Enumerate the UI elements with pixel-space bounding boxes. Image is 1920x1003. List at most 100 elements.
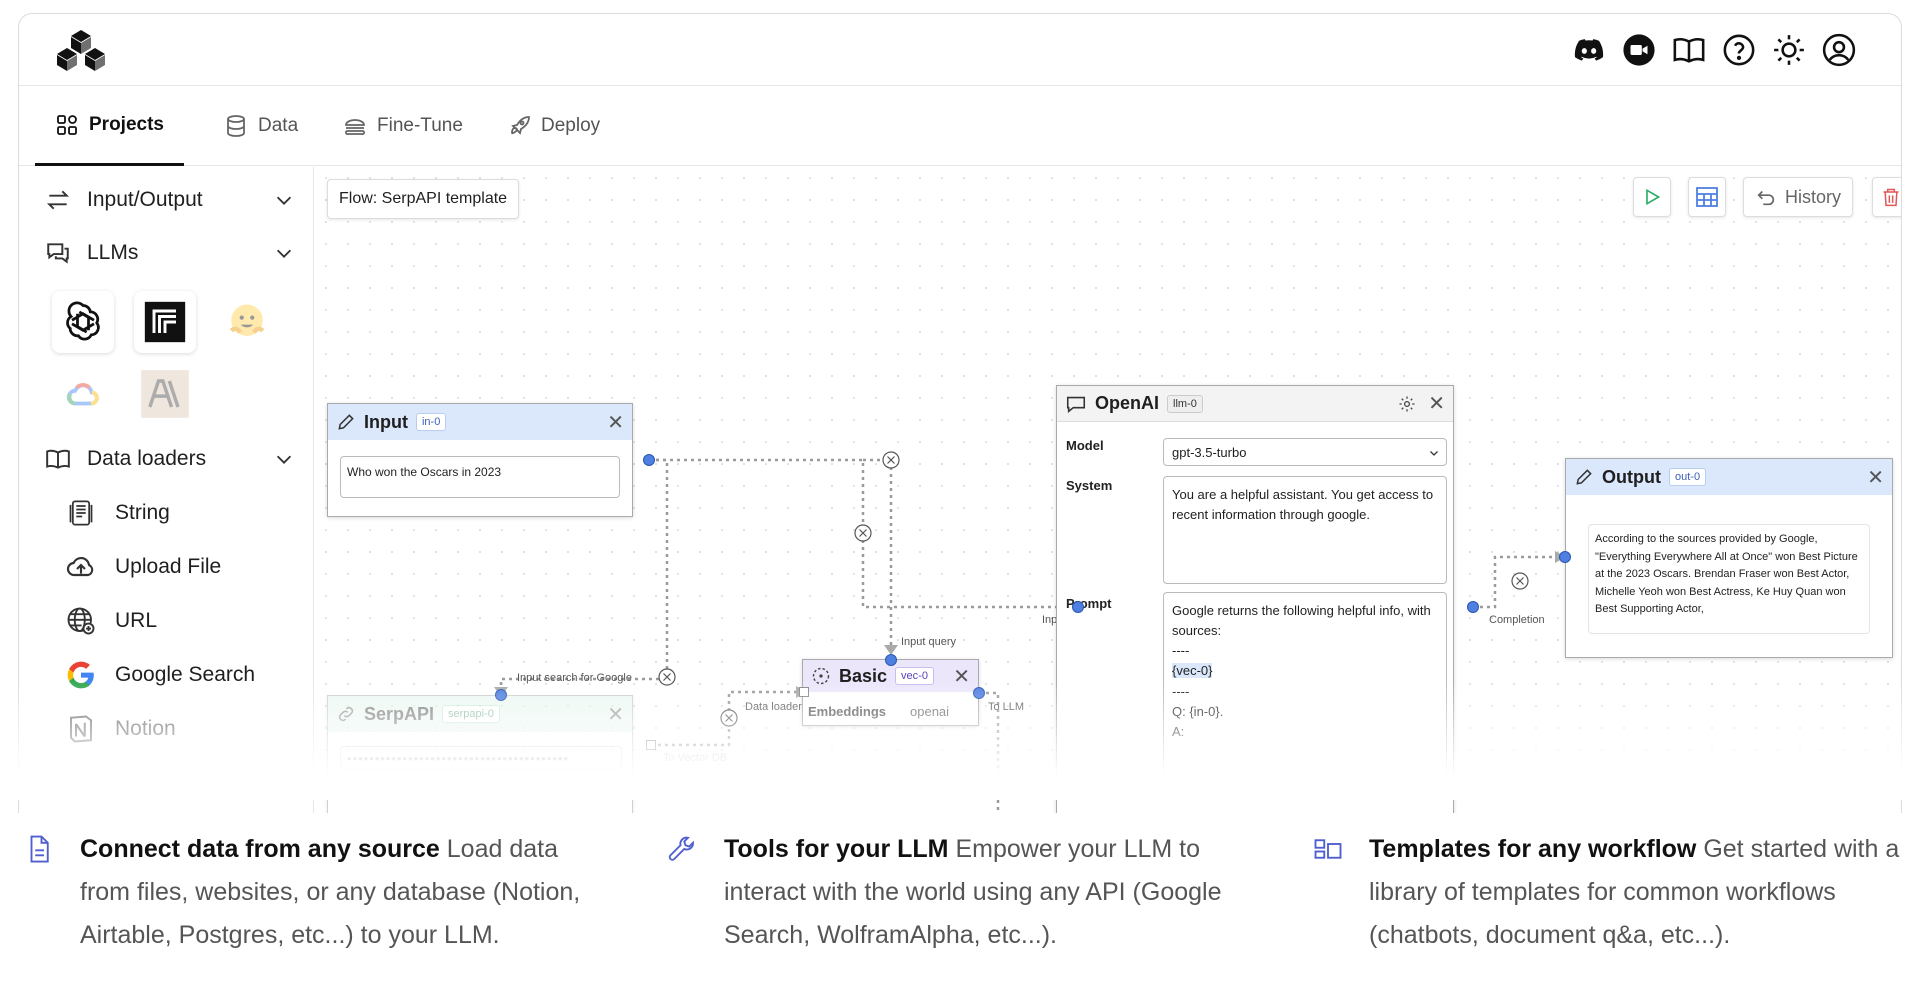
chevron-down-icon[interactable]: [273, 242, 295, 264]
input-query-handle[interactable]: [885, 654, 897, 666]
close-icon[interactable]: ✕: [1867, 466, 1884, 489]
video-icon[interactable]: [1621, 32, 1657, 68]
system-label: System: [1066, 478, 1113, 493]
flow-canvas[interactable]: Flow: SerpAPI template History: [315, 167, 1901, 813]
prompt-input-handle[interactable]: [1072, 601, 1084, 613]
delete-flow-button[interactable]: [1872, 177, 1901, 217]
google-cloud-icon: [66, 383, 99, 406]
loader-google-search[interactable]: Google Search: [65, 657, 255, 693]
projects-icon: [57, 114, 77, 135]
node-title: SerpAPI: [364, 703, 435, 724]
input-node[interactable]: Input in-0 ✕ Who won the Oscars in 2023: [327, 403, 633, 517]
loader-label: Postgres: [115, 771, 198, 794]
openai-node[interactable]: OpenAI llm-0 ✕ Model gpt-3.5-turbo Syste…: [1056, 385, 1454, 813]
model-label: Model: [1066, 438, 1104, 453]
arrows-swap-icon: [46, 190, 70, 210]
tab-deploy[interactable]: Deploy: [507, 86, 600, 166]
document-icon: [30, 835, 49, 863]
edge-label-completion: Completion: [1489, 614, 1545, 626]
close-icon[interactable]: ✕: [1428, 393, 1445, 415]
llm-google-cloud-tile[interactable]: [52, 363, 114, 425]
loader-url[interactable]: URL: [65, 603, 157, 639]
node-badge: in-0: [415, 413, 447, 431]
output-node-header[interactable]: Output out-0 ✕: [1566, 459, 1892, 495]
llm-openai-tile[interactable]: [52, 291, 114, 353]
llm-anthropic-ai-tile[interactable]: [134, 363, 196, 425]
huggingface-icon: [229, 304, 265, 336]
serp-input-handle[interactable]: [495, 689, 507, 701]
section-data-loaders[interactable]: Data loaders: [45, 441, 295, 477]
api-key-help-link[interactable]: How to get my api key?: [418, 780, 533, 792]
close-icon[interactable]: ✕: [607, 703, 624, 726]
theme-sun-icon[interactable]: [1771, 32, 1807, 68]
tab-label: Projects: [89, 113, 164, 135]
close-icon[interactable]: ✕: [953, 665, 970, 688]
tab-fine-tune[interactable]: Fine-Tune: [343, 86, 463, 166]
data-loader-handle[interactable]: [799, 687, 809, 697]
feature-connect-data: Connect data from any source Load data f…: [24, 828, 614, 957]
api-key-input[interactable]: ••••••••••••••••••••••••••••••••••••••••: [340, 746, 622, 770]
prompt-variable: {vec-0}: [1172, 663, 1213, 679]
chat-bubbles-icon: [47, 243, 69, 264]
output-node[interactable]: Output out-0 ✕ According to the sources …: [1565, 458, 1893, 658]
database-icon: [227, 115, 245, 137]
node-title: Input: [364, 411, 408, 432]
prompt-line: Q: {in-0}.: [1172, 703, 1224, 719]
section-label: LLMs: [87, 241, 139, 264]
feature-title: Templates for any workflow: [1369, 835, 1697, 863]
section-llms[interactable]: LLMs: [45, 235, 295, 271]
output-handle[interactable]: [643, 454, 655, 466]
pencil-icon: [338, 414, 354, 430]
chevron-down-icon[interactable]: [273, 448, 295, 470]
tab-label: Fine-Tune: [377, 115, 463, 136]
discord-icon[interactable]: [1571, 32, 1607, 68]
basic-vector-node[interactable]: Basic vec-0 ✕ Embeddings openai: [802, 659, 979, 726]
templates-icon: [1314, 839, 1342, 859]
run-flow-button[interactable]: [1633, 177, 1671, 217]
section-input-output[interactable]: Input/Output: [45, 182, 295, 218]
serpapi-node-header[interactable]: SerpAPI serpapi-0 ✕: [328, 696, 632, 732]
input-node-textarea[interactable]: Who won the Oscars in 2023: [340, 456, 620, 498]
tab-data[interactable]: Data: [224, 86, 298, 166]
edge-label-to-llm: To LLM: [988, 701, 1025, 713]
node-badge: out-0: [1668, 468, 1707, 486]
help-icon[interactable]: [1721, 32, 1757, 68]
loader-upload-file[interactable]: Upload File: [65, 549, 221, 585]
table-view-button[interactable]: [1688, 177, 1726, 217]
to-llm-handle[interactable]: [973, 687, 985, 699]
loader-string[interactable]: String: [65, 495, 170, 531]
completion-output-handle[interactable]: [1467, 601, 1479, 613]
openai-node-header[interactable]: OpenAI llm-0 ✕: [1057, 386, 1453, 422]
serpapi-node[interactable]: SerpAPI serpapi-0 ✕ ••••••••••••••••••••…: [327, 695, 633, 813]
output-text: According to the sources provided by Goo…: [1588, 524, 1870, 634]
link-icon: [338, 706, 354, 722]
tab-projects[interactable]: Projects: [35, 86, 184, 166]
node-badge: vec-0: [895, 667, 934, 685]
play-icon: [1646, 188, 1661, 206]
logo-icon[interactable]: [57, 28, 105, 72]
node-badge: serpapi-0: [442, 705, 500, 723]
openai-logo-icon: [66, 301, 100, 341]
feature-title: Tools for your LLM: [724, 835, 949, 863]
close-icon[interactable]: ✕: [607, 411, 624, 434]
to-vector-db-handle[interactable]: [646, 740, 656, 750]
llm-huggingface-tile[interactable]: [216, 291, 278, 353]
llm-anthropic-tile[interactable]: [134, 291, 196, 353]
settings-gear-icon[interactable]: [1398, 395, 1416, 413]
edge-completion: [1473, 555, 1563, 609]
output-input-handle[interactable]: [1559, 551, 1571, 563]
history-button[interactable]: History: [1743, 177, 1853, 217]
loader-label: Upload File: [115, 555, 222, 578]
node-sidebar: Input/Output LLMs Data loaders: [19, 167, 314, 813]
chevron-down-icon[interactable]: [273, 189, 295, 211]
prompt-textarea[interactable]: Google returns the following helpful inf…: [1163, 592, 1447, 776]
book-icon[interactable]: [1671, 32, 1707, 68]
prompt-line: ----: [1172, 683, 1190, 699]
chevron-down-icon: [1430, 451, 1438, 456]
loader-notion[interactable]: Notion: [65, 711, 176, 747]
model-select[interactable]: gpt-3.5-turbo: [1163, 438, 1447, 466]
system-textarea[interactable]: You are a helpful assistant. You get acc…: [1163, 476, 1447, 584]
loader-postgres[interactable]: Postgres: [65, 765, 198, 801]
input-node-header[interactable]: Input in-0 ✕: [328, 404, 632, 440]
user-account-icon[interactable]: [1821, 32, 1857, 68]
